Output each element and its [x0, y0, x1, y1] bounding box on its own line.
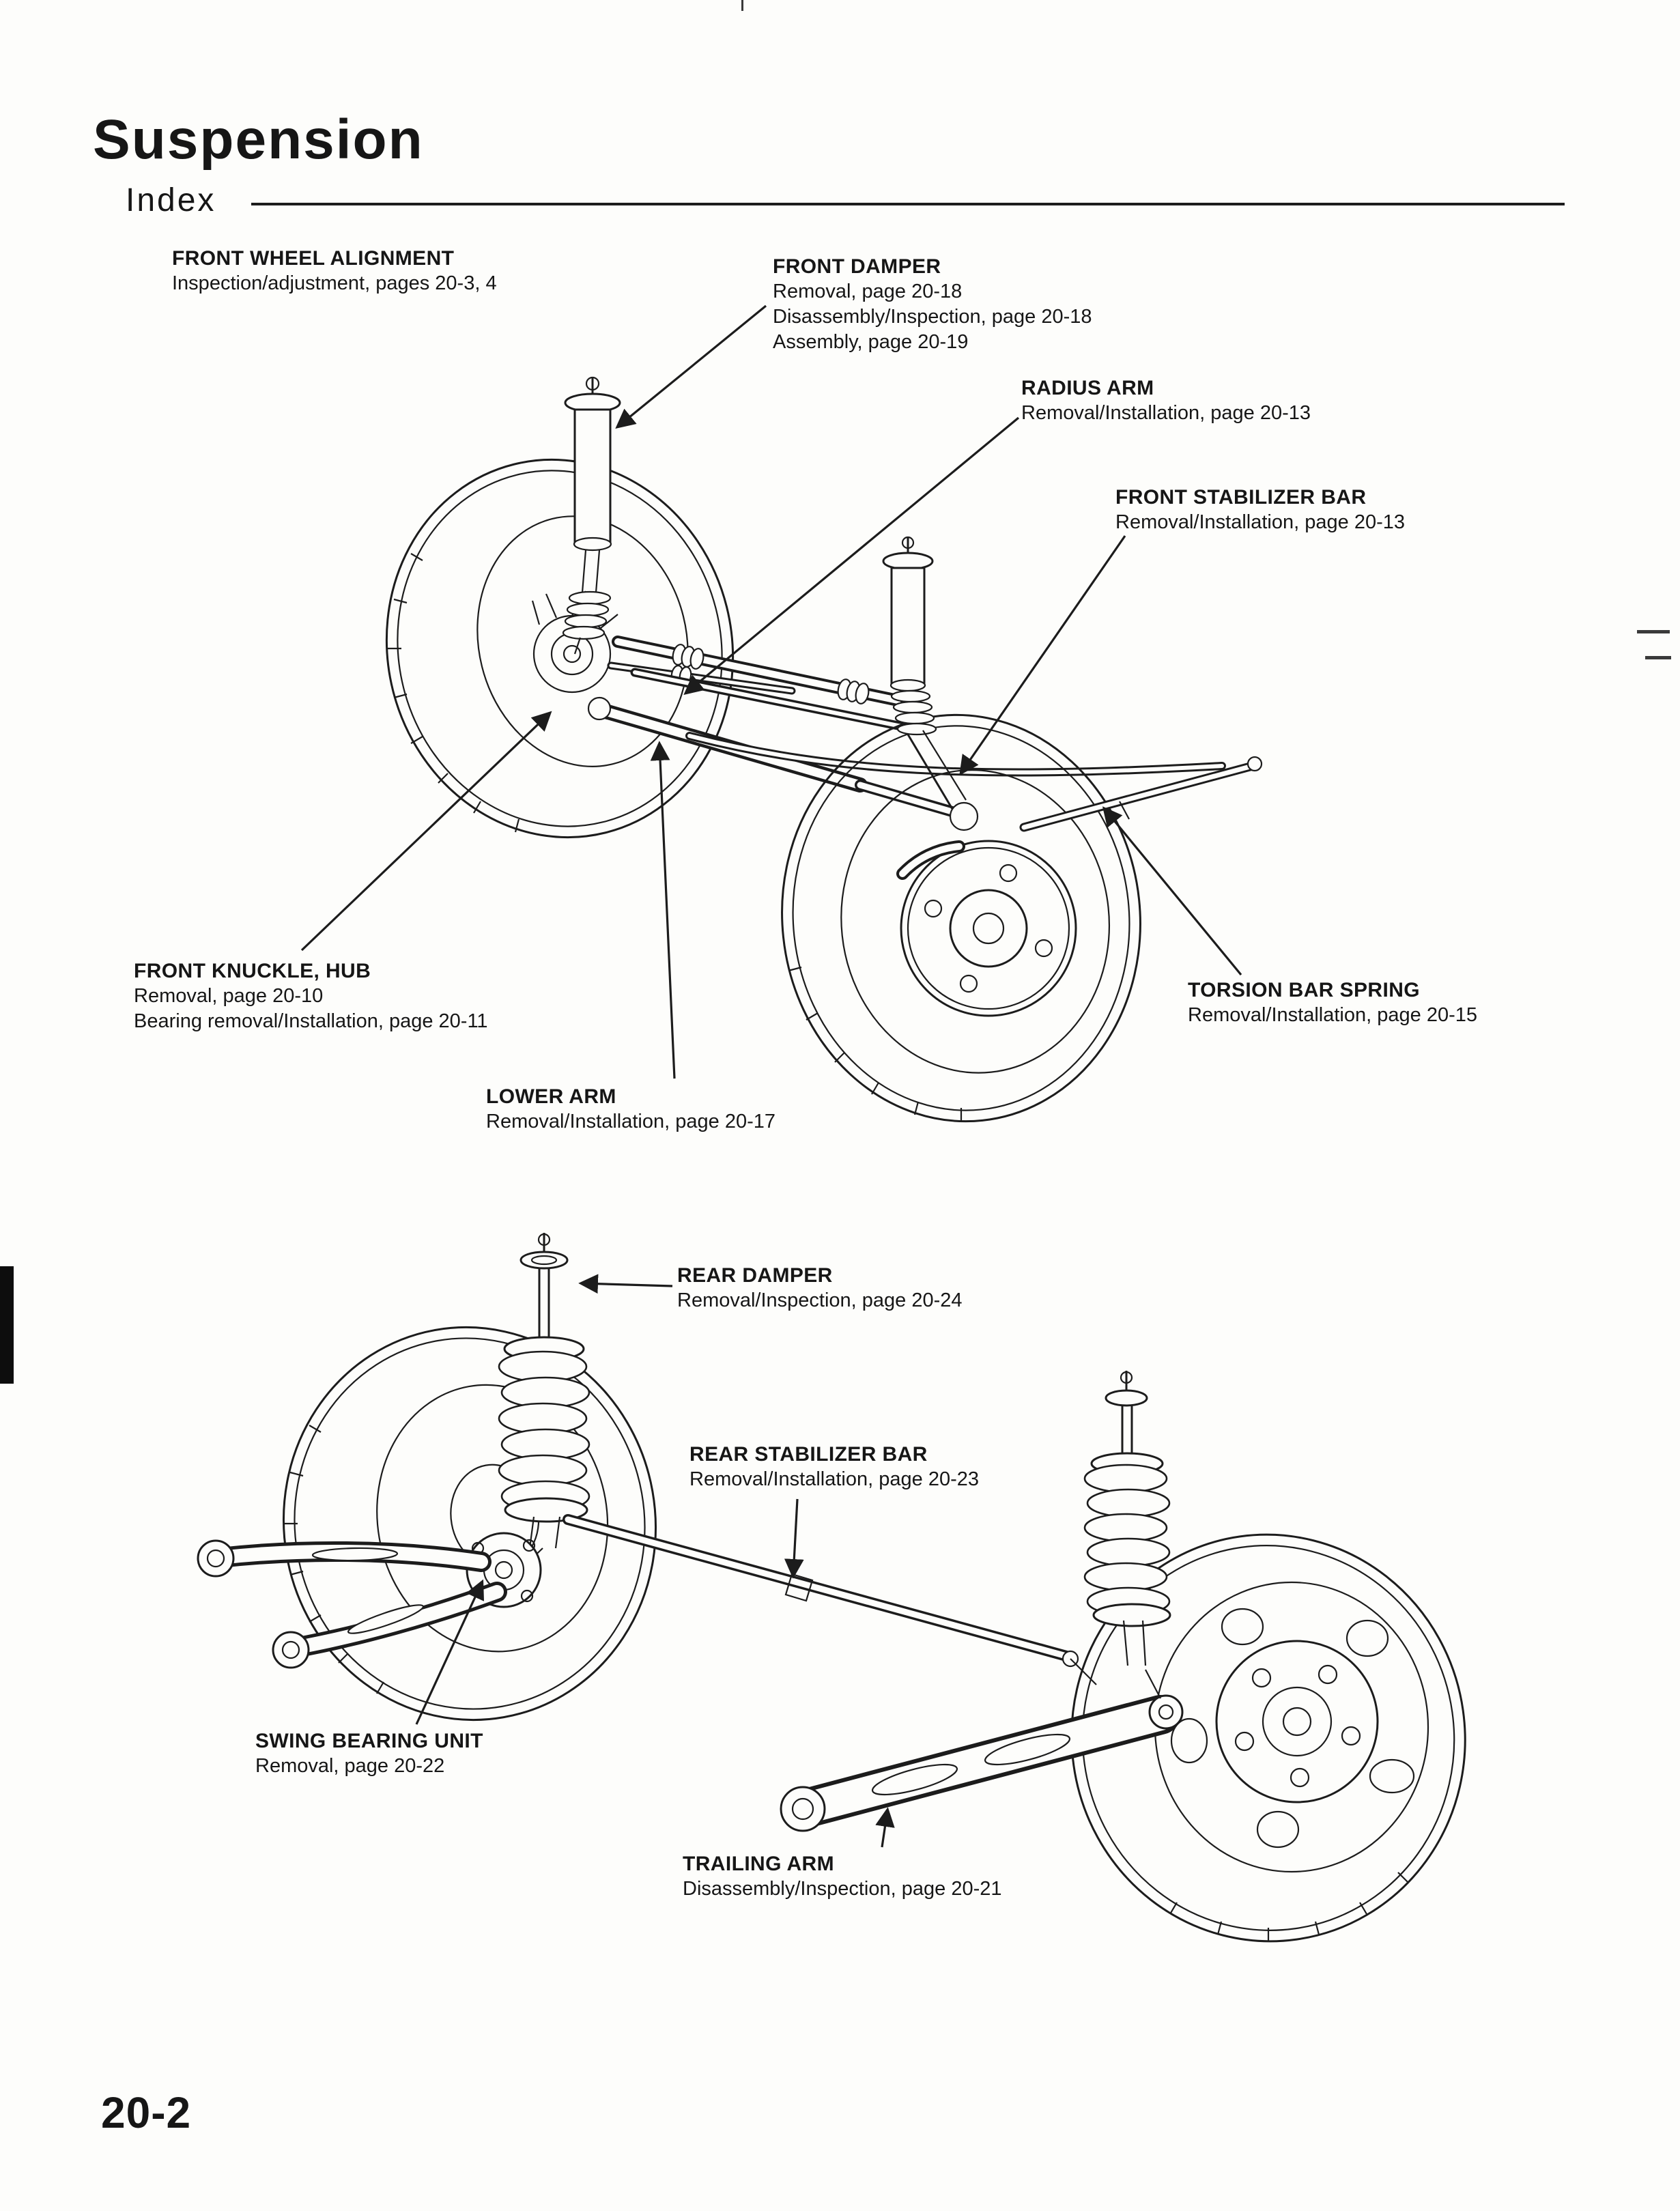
callout-title: RADIUS ARM — [1021, 377, 1154, 399]
front-brake-rotor — [896, 840, 1077, 1017]
callout-rear-stabilizer-bar: REAR STABILIZER BAR Removal/Installation… — [689, 1442, 979, 1492]
leader-front-stabilizer-bar — [959, 535, 1126, 775]
steering-rack — [612, 636, 904, 707]
callout-front-damper: FRONT DAMPER Removal, page 20-18 Disasse… — [773, 254, 1092, 355]
front-lower-arm — [587, 696, 960, 818]
drive-axle — [607, 661, 796, 695]
callout-torsion-bar-spring: TORSION BAR SPRING Removal/Installation,… — [1188, 978, 1477, 1028]
leader-torsion-bar-spring — [1102, 806, 1242, 976]
callout-radius-arm: RADIUS ARM Removal/Installation, page 20… — [1021, 375, 1311, 426]
callout-line: Bearing removal/Installation, page 20-11 — [134, 1010, 488, 1032]
callout-line: Inspection/adjustment, pages 20-3, 4 — [172, 272, 497, 294]
rear-right-wheel — [1070, 1533, 1466, 1943]
callout-title: FRONT STABILIZER BAR — [1115, 486, 1367, 509]
front-right-wheel — [781, 713, 1141, 1123]
rear-stabilizer-bar-part — [563, 1514, 1097, 1685]
callout-line: Removal/Inspection, page 20-24 — [677, 1289, 963, 1311]
callout-line: Assembly, page 20-19 — [773, 331, 969, 353]
leader-swing-bearing-unit — [415, 1579, 485, 1725]
tread-hatches — [388, 553, 520, 833]
front-knuckle-assembly — [531, 590, 618, 694]
rear-left-wheel — [283, 1326, 657, 1722]
leader-front-damper — [615, 304, 767, 429]
rear-right-coilover — [1083, 1371, 1171, 1666]
callout-line: Disassembly/Inspection, page 20-18 — [773, 306, 1092, 328]
index-heading: Index — [126, 182, 216, 218]
leader-front-knuckle-hub — [300, 711, 552, 952]
tread-hatches — [284, 1425, 384, 1694]
leader-trailing-arm — [875, 1807, 895, 1848]
callout-title: LOWER ARM — [486, 1085, 616, 1108]
scan-mark-right-1 — [1637, 630, 1670, 633]
tread-hatches — [788, 966, 963, 1122]
tread-hatches — [1169, 1872, 1408, 1941]
leader-radius-arm — [683, 416, 1020, 696]
rear-left-coilover — [498, 1233, 590, 1565]
callout-front-knuckle-hub: FRONT KNUCKLE, HUB Removal, page 20-10 B… — [134, 958, 488, 1034]
leader-rear-stabilizer-bar — [784, 1498, 804, 1579]
callout-line: Removal/Installation, page 20-13 — [1115, 511, 1405, 533]
callout-line: Removal, page 20-10 — [134, 985, 324, 1007]
callout-title: TORSION BAR SPRING — [1188, 979, 1421, 1001]
scan-mark-right-2 — [1645, 656, 1671, 659]
leader-rear-damper — [578, 1274, 673, 1294]
callout-title: REAR STABILIZER BAR — [689, 1443, 928, 1466]
callout-title: FRONT KNUCKLE, HUB — [134, 960, 371, 982]
callout-front-wheel-alignment: FRONT WHEEL ALIGNMENT Inspection/adjustm… — [172, 246, 497, 296]
leader-lines — [300, 304, 1242, 1848]
leader-lower-arm — [650, 741, 676, 1079]
callout-front-stabilizer-bar: FRONT STABILIZER BAR Removal/Installatio… — [1115, 485, 1405, 535]
callout-lower-arm: LOWER ARM Removal/Installation, page 20-… — [486, 1084, 775, 1135]
section-tab-marker — [0, 1266, 14, 1384]
index-rule — [251, 203, 1565, 205]
callout-rear-damper: REAR DAMPER Removal/Inspection, page 20-… — [677, 1263, 963, 1313]
callout-line: Removal, page 20-22 — [255, 1755, 445, 1777]
callout-line: Removal/Installation, page 20-17 — [486, 1111, 775, 1132]
callout-line: Removal/Installation, page 20-23 — [689, 1468, 979, 1490]
callout-title: SWING BEARING UNIT — [255, 1730, 483, 1752]
front-radius-arm — [630, 668, 920, 734]
rear-left-arms — [197, 1539, 507, 1669]
callout-title: FRONT DAMPER — [773, 255, 941, 278]
callout-line: Removal, page 20-18 — [773, 281, 963, 302]
front-stabilizer-bar-part — [685, 732, 1226, 777]
page-title: Suspension — [93, 109, 424, 171]
front-right-damper — [882, 536, 979, 831]
callout-title: FRONT WHEEL ALIGNMENT — [172, 247, 455, 270]
callout-line: Removal/Installation, page 20-15 — [1188, 1004, 1477, 1026]
callout-title: REAR DAMPER — [677, 1264, 833, 1287]
front-left-wheel — [385, 458, 735, 839]
page-number: 20-2 — [101, 2088, 192, 2137]
rear-trailing-arm — [780, 1669, 1184, 1832]
callout-title: TRAILING ARM — [683, 1853, 834, 1875]
callout-trailing-arm: TRAILING ARM Disassembly/Inspection, pag… — [683, 1851, 1001, 1902]
callout-swing-bearing-unit: SWING BEARING UNIT Removal, page 20-22 — [255, 1728, 483, 1779]
callout-line: Removal/Installation, page 20-13 — [1021, 402, 1311, 424]
callout-line: Disassembly/Inspection, page 20-21 — [683, 1878, 1002, 1900]
front-left-damper — [562, 376, 621, 655]
scan-mark-top — [741, 0, 743, 11]
swing-bearing-assembly — [466, 1532, 542, 1608]
torsion-bar — [1019, 756, 1263, 832]
